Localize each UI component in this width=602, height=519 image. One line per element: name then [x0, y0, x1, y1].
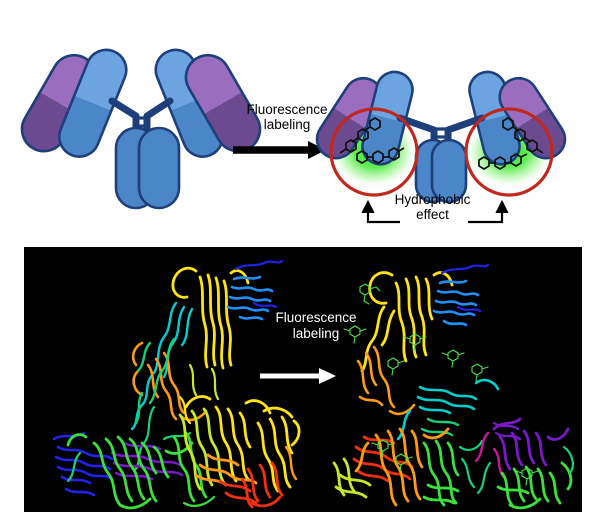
lower-right-fab-right — [474, 417, 574, 510]
hydrophobic-effect-leader-left — [361, 199, 400, 224]
ribbon-graphics — [52, 259, 574, 510]
lower-left-fab-right — [332, 427, 484, 507]
fluorescence-labeling-label-bottom: Fluorescence labeling — [275, 310, 357, 341]
dye-clusters — [343, 283, 539, 486]
dye-cluster-2 — [343, 325, 367, 344]
dye-cluster-3 — [403, 333, 427, 352]
dye-molecule-right-lower — [478, 153, 528, 170]
dye-cluster-9 — [515, 467, 539, 486]
fluorescence-labeling-arrow-top — [233, 141, 326, 159]
dye-cluster-4 — [387, 357, 405, 376]
dye-cluster-7 — [371, 439, 395, 458]
lower-right-fab-left — [240, 406, 301, 509]
dye-molecule-right-upper — [502, 117, 544, 154]
hydrophobic-effect-label: Hydrophobic effect — [394, 192, 471, 223]
fluorescence-labeling-label-top: Fluorescence labeling — [246, 102, 328, 133]
dye-molecule-left-upper — [339, 117, 381, 154]
fc-region — [114, 126, 181, 210]
dye-cluster-1 — [359, 283, 381, 305]
hydrophobic-effect-leader-right — [468, 199, 509, 224]
labeled-fc-region — [414, 138, 468, 204]
molecular-structure-panel: Fluorescence labeling — [24, 247, 582, 512]
unlabeled-antibody — [20, 48, 262, 210]
labeled-antibody-structure — [332, 263, 574, 510]
dye-cluster-5 — [441, 349, 465, 368]
upper-fab-right — [356, 263, 522, 441]
fc-domain-right — [137, 126, 181, 210]
fluorescence-labeling-arrow-bottom — [260, 368, 336, 384]
dye-molecule-left-lower — [356, 147, 405, 164]
lower-left-fab — [52, 431, 194, 510]
heavy-chain-arm-left — [57, 48, 128, 158]
schematic-panel: Fluorescence labeling Hydrophobic effect — [0, 0, 602, 238]
hydrophobic-highlight-circle-right — [464, 107, 554, 197]
dye-cluster-6 — [471, 363, 489, 382]
labeled-fc-domain-right — [430, 138, 468, 204]
labeled-antibody — [315, 70, 567, 204]
dye-cluster-8 — [395, 453, 413, 472]
hydrophobic-highlight-circle-left — [329, 107, 419, 197]
upper-fab-left — [130, 259, 284, 431]
unlabeled-antibody-structure — [52, 259, 301, 510]
schematic-graphics — [20, 48, 567, 224]
lower-middle-fab-left — [172, 395, 272, 507]
